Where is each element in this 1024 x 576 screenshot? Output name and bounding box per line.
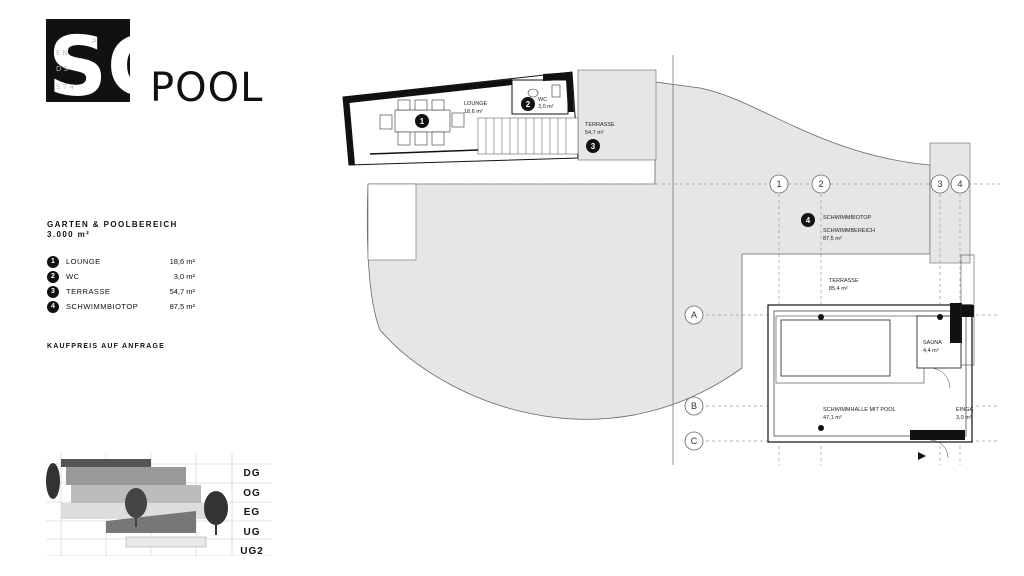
room-name: LOUNGE xyxy=(66,257,101,266)
label-wc: WC xyxy=(538,97,547,103)
room-list: 1 LOUNGE 18,6 m² 2 WC 3,0 m² 3 TERRASSE … xyxy=(47,256,207,316)
room-badge-4: 4 xyxy=(806,216,811,225)
label-schwimmbereich: SCHWIMMBEREICH xyxy=(823,228,875,234)
logo-letters: SG xyxy=(48,20,130,102)
price-note: KAUFPREIS AUF ANFRAGE xyxy=(47,343,166,350)
floor-label-ug2[interactable]: UG2 xyxy=(240,546,264,557)
room-area: 87,5 m² xyxy=(169,302,195,311)
label-terrasse-2: TERRASSE xyxy=(829,278,859,284)
list-item: 4 SCHWIMMBIOTOP 87,5 m² xyxy=(47,301,207,316)
label-terrasse-2-area: 85,4 m² xyxy=(829,286,848,292)
logo-sg: SG A E N D S S 7 4 xyxy=(46,19,130,102)
axis-label-3: 3 xyxy=(937,179,942,189)
svg-text:A: A xyxy=(92,37,97,45)
room-number-badge: 1 xyxy=(47,256,59,268)
svg-text:S 7 4: S 7 4 xyxy=(56,83,74,91)
axis-label-2: 2 xyxy=(818,179,823,189)
room-badge-3: 3 xyxy=(591,142,596,151)
label-lounge-area: 18,6 m² xyxy=(464,109,483,115)
axis-label-4: 4 xyxy=(957,179,962,189)
label-eingang: EINGA xyxy=(956,407,973,413)
label-schwimmbereich-area: 87,5 m² xyxy=(823,236,842,242)
area-info-panel: GARTEN & POOLBEREICH 3.000 m² 1 LOUNGE 1… xyxy=(47,220,207,316)
lounge-pavilion xyxy=(342,71,579,166)
svg-text:E N: E N xyxy=(56,49,68,57)
floor-label-og[interactable]: OG xyxy=(243,487,261,499)
axis-label-b: B xyxy=(691,401,697,411)
info-heading: GARTEN & POOLBEREICH xyxy=(47,220,178,229)
label-schwimmbiotop: SCHWIMMBIOTOP xyxy=(823,215,872,221)
label-terrasse: TERRASSE xyxy=(585,122,615,128)
room-area: 54,7 m² xyxy=(169,287,195,296)
room-name: SCHWIMMBIOTOP xyxy=(66,302,139,311)
building-section-thumbnail xyxy=(46,453,272,556)
room-number-badge: 3 xyxy=(47,286,59,298)
label-wc-area: 3,0 m² xyxy=(538,104,554,110)
label-lounge: LOUNGE xyxy=(464,101,488,107)
label-terrasse-area: 54,7 m² xyxy=(585,130,604,136)
list-item: 2 WC 3,0 m² xyxy=(47,271,207,286)
floor-label-ug[interactable]: UG xyxy=(243,526,261,538)
list-item: 3 TERRASSE 54,7 m² xyxy=(47,286,207,301)
axis-label-a: A xyxy=(691,310,697,320)
floor-label-eg[interactable]: EG xyxy=(243,507,261,518)
floor-label-dg[interactable]: DG xyxy=(243,468,261,479)
garden-area xyxy=(366,81,931,420)
room-area: 18,6 m² xyxy=(169,257,195,266)
svg-text:D S: D S xyxy=(56,65,69,73)
floor-plan: 1 2 3 4 A B C 1 2 3 4 LOUNGE 18,6 m² WC … xyxy=(342,55,1000,465)
room-badge-2: 2 xyxy=(526,100,531,109)
page-title: POOL xyxy=(150,65,264,111)
axis-label-1: 1 xyxy=(776,179,781,189)
info-total-area: 3.000 m² xyxy=(47,230,91,239)
list-item: 1 LOUNGE 18,6 m² xyxy=(47,256,207,271)
label-schwimmhalle: SCHWIMMHALLE MIT POOL xyxy=(823,407,896,413)
axis-label-c: C xyxy=(691,436,698,446)
label-schwimmhalle-area: 47,1 m² xyxy=(823,415,842,421)
room-name: WC xyxy=(66,272,80,281)
room-number-badge: 2 xyxy=(47,271,59,283)
room-badge-1: 1 xyxy=(420,117,425,126)
label-eingang-area: 3,0 m² xyxy=(956,415,972,421)
entrance-path xyxy=(929,142,971,264)
room-number-badge: 4 xyxy=(47,301,59,313)
floor-level-list: DG OG EG UG UG2 xyxy=(232,464,272,562)
room-area: 3,0 m² xyxy=(173,272,195,281)
pool-basin xyxy=(780,319,891,377)
label-sauna: SAUNA xyxy=(923,340,942,346)
room-name: TERRASSE xyxy=(66,287,111,296)
label-sauna-area: 4,4 m² xyxy=(923,348,939,354)
pool-hall xyxy=(767,254,975,460)
